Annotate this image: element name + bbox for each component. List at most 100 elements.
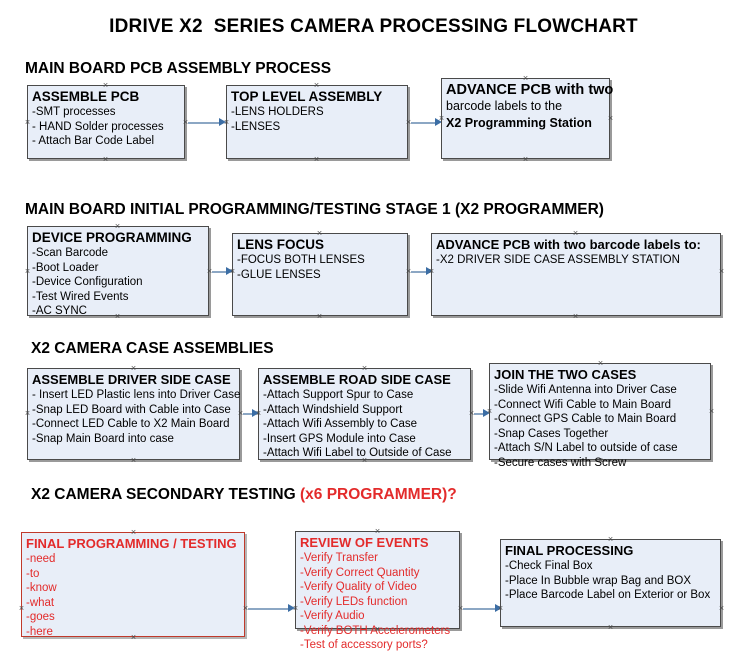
handle-bottom-top-level-assembly[interactable] [313, 156, 320, 163]
handle-right-final-processing[interactable] [718, 605, 725, 612]
handle-top-lens-focus[interactable] [316, 230, 323, 237]
node-device-programming[interactable]: DEVICE PROGRAMMING -Scan Barcode -Boot L… [27, 226, 209, 317]
handle-bottom-join-the-two-cases[interactable] [597, 457, 604, 464]
handle-top-final-processing[interactable] [607, 536, 614, 543]
node-title: REVIEW OF EVENTS [300, 535, 429, 550]
node-line: -Verify Correct Quantity [300, 566, 420, 579]
handle-top-join-the-two-cases[interactable] [597, 360, 604, 367]
connector-lens-focus-to-advance-pcb-driver-side-case [411, 271, 428, 273]
node-line: barcode labels to the [446, 99, 563, 113]
node-line: -Verify Transfer [300, 552, 378, 564]
handle-bottom-final-processing[interactable] [607, 624, 614, 631]
handle-left-final-programming-testing[interactable] [18, 605, 25, 612]
node-line: -Device Configuration [32, 276, 143, 288]
node-line: -LENSES [231, 120, 281, 133]
node-line: -Test Wired Events [32, 290, 129, 303]
handle-top-advance-pcb-driver-side-case[interactable] [572, 230, 579, 237]
node-line: -SMT processes [32, 106, 116, 118]
node-line: -to [26, 567, 40, 580]
connector-final-programming-testing-to-review-of-events [248, 608, 290, 610]
handle-bottom-review-of-events[interactable] [374, 626, 381, 633]
handle-left-lens-focus[interactable] [229, 268, 236, 275]
node-line: -Attach Windshield Support [263, 403, 403, 416]
node-line: -Attach S/N Label to outside of case [494, 442, 678, 454]
node-line: -Snap LED Board with Cable into Case [32, 403, 231, 416]
node-lens-focus[interactable]: LENS FOCUS -FOCUS BOTH LENSES -GLUE LENS… [232, 233, 408, 316]
handle-top-assemble-road-side-case[interactable] [361, 365, 368, 372]
handle-bottom-final-programming-testing[interactable] [130, 634, 137, 641]
connector-top-level-assembly-to-advance-pcb [411, 122, 438, 124]
node-advance-pcb-driver-side-case[interactable]: ADVANCE PCB with two barcode labels to: … [431, 233, 721, 316]
node-top-level-assembly[interactable]: TOP LEVEL ASSEMBLY -LENS HOLDERS -LENSES [226, 85, 408, 159]
handle-left-advance-pcb-driver-side-case[interactable] [428, 268, 435, 275]
node-final-programming-testing[interactable]: FINAL PROGRAMMING / TESTING -need -to -k… [21, 532, 245, 638]
node-title: FINAL PROGRAMMING / TESTING [26, 536, 237, 551]
handle-top-assemble-driver-side-case[interactable] [130, 365, 137, 372]
node-title: ASSEMBLE DRIVER SIDE CASE [32, 372, 231, 387]
node-line: -Attach Support Spur to Case [263, 389, 414, 401]
handle-right-advance-pcb-driver-side-case[interactable] [718, 268, 725, 275]
node-assemble-pcb[interactable]: ASSEMBLE PCB -SMT processes - HAND Solde… [27, 85, 185, 159]
node-advance-pcb-programming-station[interactable]: ADVANCE PCB with two barcode labels to t… [441, 78, 613, 159]
handle-top-final-programming-testing[interactable] [130, 529, 137, 536]
handle-left-review-of-events[interactable] [292, 605, 299, 612]
node-line: -Verify Audio [300, 610, 365, 622]
section-heading-main-board-initial-programming: MAIN BOARD INITIAL PROGRAMMING/TESTING S… [25, 201, 604, 219]
handle-right-advance-pcb-programming-station[interactable] [607, 115, 614, 122]
node-title: LENS FOCUS [237, 237, 325, 252]
node-line: X2 Programming Station [446, 116, 592, 130]
node-line: -need [26, 553, 56, 565]
handle-left-assemble-road-side-case[interactable] [255, 410, 262, 417]
handle-top-top-level-assembly[interactable] [313, 82, 320, 89]
connector-assemble-driver-side-case-to-assemble-road-side-case [243, 413, 254, 415]
handle-bottom-device-programming[interactable] [114, 313, 121, 320]
node-line: - Insert LED Plastic lens into Driver Ca… [32, 389, 241, 401]
node-title: TOP LEVEL ASSEMBLY [231, 89, 383, 104]
handle-top-advance-pcb-programming-station[interactable] [522, 75, 529, 82]
handle-left-assemble-pcb[interactable] [24, 119, 31, 126]
section-heading-main-board-pcb-assembly: MAIN BOARD PCB ASSEMBLY PROCESS [25, 60, 331, 78]
connector-assemble-road-side-case-to-join-the-two-cases [474, 413, 485, 415]
handle-bottom-assemble-pcb[interactable] [102, 156, 109, 163]
handle-right-join-the-two-cases[interactable] [708, 408, 715, 415]
section-heading-text: X2 CAMERA CASE ASSEMBLIES [31, 340, 274, 357]
node-review-of-events[interactable]: REVIEW OF EVENTS -Verify Transfer -Verif… [295, 531, 460, 651]
handle-top-device-programming[interactable] [114, 223, 121, 230]
handle-bottom-assemble-driver-side-case[interactable] [130, 457, 137, 464]
handle-bottom-advance-pcb-driver-side-case[interactable] [572, 313, 579, 320]
handle-left-final-processing[interactable] [497, 605, 504, 612]
node-assemble-driver-side-case[interactable]: ASSEMBLE DRIVER SIDE CASE - Insert LED P… [27, 368, 240, 460]
handle-left-top-level-assembly[interactable] [223, 119, 230, 126]
node-title: ADVANCE PCB with two barcode labels to: [436, 237, 701, 252]
node-line: - HAND Solder processes [32, 120, 164, 133]
node-assemble-road-side-case[interactable]: ASSEMBLE ROAD SIDE CASE -Attach Support … [258, 368, 471, 460]
handle-left-assemble-driver-side-case[interactable] [24, 410, 31, 417]
handle-top-assemble-pcb[interactable] [102, 82, 109, 89]
node-line: -Snap Cases Together [494, 427, 609, 440]
node-line: -here [26, 625, 53, 638]
handle-left-device-programming[interactable] [24, 268, 31, 275]
node-title: ASSEMBLE ROAD SIDE CASE [263, 372, 451, 387]
section-heading-accent-text: (x6 PROGRAMMER)? [300, 486, 457, 503]
node-line: - Attach Bar Code Label [32, 135, 155, 147]
node-line: -know [26, 582, 57, 594]
node-final-processing[interactable]: FINAL PROCESSING -Check Final Box -Place… [500, 539, 721, 627]
handle-bottom-advance-pcb-programming-station[interactable] [522, 156, 529, 163]
node-line: -Insert GPS Module into Case [263, 432, 416, 445]
node-line: -Attach Wifi Assembly to Case [263, 418, 418, 430]
node-line: -Snap Main Board into case [32, 432, 174, 445]
node-title: JOIN THE TWO CASES [494, 367, 637, 382]
node-line: -Verify Quality of Video [300, 581, 417, 593]
node-line: -Place Barcode Label on Exterior or Box [505, 589, 711, 601]
node-title: ASSEMBLE PCB [32, 89, 140, 104]
section-heading-x2-camera-case-assemblies: X2 CAMERA CASE ASSEMBLIES [31, 340, 274, 358]
node-join-the-two-cases[interactable]: JOIN THE TWO CASES -Slide Wifi Antenna i… [489, 363, 711, 469]
handle-left-join-the-two-cases[interactable] [486, 408, 493, 415]
handle-top-review-of-events[interactable] [374, 528, 381, 535]
handle-left-advance-pcb-programming-station[interactable] [438, 115, 445, 122]
section-heading-x2-camera-secondary-testing: X2 CAMERA SECONDARY TESTING (x6 PROGRAMM… [31, 486, 457, 504]
node-line: -Connect Wifi Cable to Main Board [494, 398, 672, 411]
handle-bottom-lens-focus[interactable] [316, 313, 323, 320]
handle-bottom-assemble-road-side-case[interactable] [361, 457, 368, 464]
